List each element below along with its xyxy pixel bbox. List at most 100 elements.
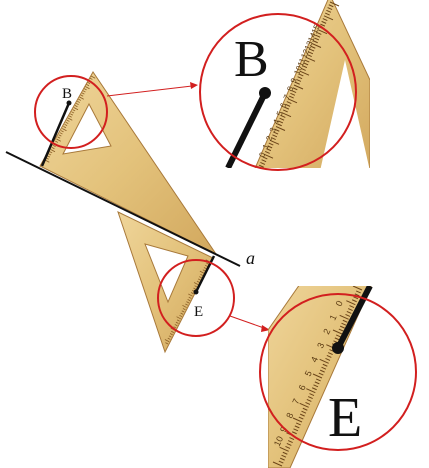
ruler-tick — [305, 56, 316, 62]
ruler-digit: 2 — [321, 327, 332, 336]
ruler-tick — [321, 366, 327, 370]
ruler-digit: 4 — [309, 355, 320, 364]
ruler-tick — [293, 84, 304, 90]
ruler-tick — [319, 369, 325, 373]
ruler-tick — [279, 446, 289, 452]
ruler-tick — [199, 270, 205, 274]
ruler-tick — [332, 329, 343, 335]
ruler-digit: 6 — [297, 383, 308, 392]
segment-b — [40, 102, 71, 167]
lower-set-square — [117, 211, 214, 354]
ruler-tick — [317, 29, 328, 35]
ruler-tick — [167, 337, 171, 340]
ruler-digit: 12 — [299, 47, 311, 59]
ruler-tick — [306, 399, 312, 402]
ruler-tick — [206, 262, 210, 265]
ruler-tick — [58, 134, 62, 137]
ruler-tick — [263, 153, 274, 159]
ruler-tick — [328, 4, 334, 8]
ruler-tick — [296, 79, 302, 82]
ruler-tick — [67, 117, 73, 121]
ruler-tick — [304, 59, 310, 63]
ruler-tick — [164, 339, 170, 343]
ruler-tick — [299, 402, 309, 408]
ruler-tick — [188, 296, 192, 299]
ruler-tick — [323, 15, 334, 21]
ruler-tick — [289, 437, 295, 441]
ruler-tick — [298, 416, 304, 420]
ruler-tick — [81, 92, 85, 95]
ruler-tick — [87, 81, 91, 85]
ruler-tick — [83, 88, 87, 91]
ruler-tick — [306, 54, 312, 58]
ruler-tick — [295, 422, 301, 426]
ruler-tick — [351, 299, 357, 303]
ruler-tick — [182, 304, 187, 308]
ruler-tick — [322, 18, 328, 22]
ruler-tick — [327, 352, 333, 355]
ruler-digit: 9 — [278, 425, 289, 434]
highlight-circle-b — [34, 75, 108, 149]
ruler-tick — [65, 121, 69, 124]
ruler-tick — [273, 131, 279, 135]
ruler-tick — [314, 381, 320, 385]
ruler-tick — [306, 388, 316, 394]
ruler-tick — [322, 363, 328, 367]
ruler-tick — [72, 109, 76, 112]
ruler-tick — [288, 95, 294, 99]
ruler-tick — [293, 428, 299, 432]
label-b: B — [62, 86, 72, 102]
zoom-circle-b — [199, 13, 357, 171]
ruler-tick — [338, 328, 344, 332]
ruler-tick — [169, 333, 173, 336]
ruler-tick — [294, 81, 300, 85]
ruler-digit: 1 — [327, 313, 338, 322]
ruler-tick — [292, 87, 298, 91]
ruler-tick — [314, 37, 320, 41]
ruler-tick — [266, 148, 272, 152]
highlight-circle-e — [157, 259, 235, 337]
ruler-digit: 3 — [268, 126, 278, 134]
ruler-digit: 5 — [303, 369, 314, 378]
ruler-digit: 1 — [261, 142, 271, 150]
upper-set-square — [39, 71, 218, 256]
ruler-digit: 0 — [257, 151, 267, 159]
ruler-tick — [287, 440, 293, 443]
ruler-digit: 3 — [315, 341, 326, 350]
point-e-dot — [193, 289, 199, 295]
ruler-tick — [193, 287, 197, 290]
ruler-tick — [321, 20, 327, 24]
ruler-tick — [282, 109, 288, 113]
ruler-digit: 5 — [275, 109, 285, 117]
zoom-label-b: B — [234, 31, 269, 88]
ruler-tick — [202, 269, 206, 272]
ruler-digit: 2 — [264, 134, 274, 142]
ruler-tick — [345, 313, 351, 317]
ruler-tick — [299, 413, 305, 417]
ruler-tick — [301, 410, 307, 414]
ruler-tick — [56, 138, 61, 142]
ruler-digit: 10 — [292, 64, 304, 76]
ruler-tick — [291, 90, 297, 93]
ruler-tick — [285, 445, 291, 449]
ruler-tick — [311, 387, 317, 391]
ruler-tick — [302, 65, 308, 69]
ruler-tick — [316, 31, 322, 35]
ruler-tick — [352, 286, 363, 291]
ruler-tick — [329, 1, 340, 7]
ruler-tick — [196, 280, 200, 283]
ruler-tick — [303, 62, 309, 66]
ruler-tick — [353, 296, 359, 300]
ruler-tick — [179, 314, 183, 318]
ruler-tick — [199, 276, 203, 279]
ruler-tick — [297, 76, 303, 80]
ruler-tick — [74, 105, 78, 108]
ruler-tick — [52, 144, 56, 148]
ruler-digit: 14 — [306, 31, 318, 43]
ruler-tick — [339, 325, 345, 329]
ruler-tick — [342, 319, 348, 323]
ruler-tick — [355, 290, 361, 294]
ruler-tick — [168, 335, 172, 338]
